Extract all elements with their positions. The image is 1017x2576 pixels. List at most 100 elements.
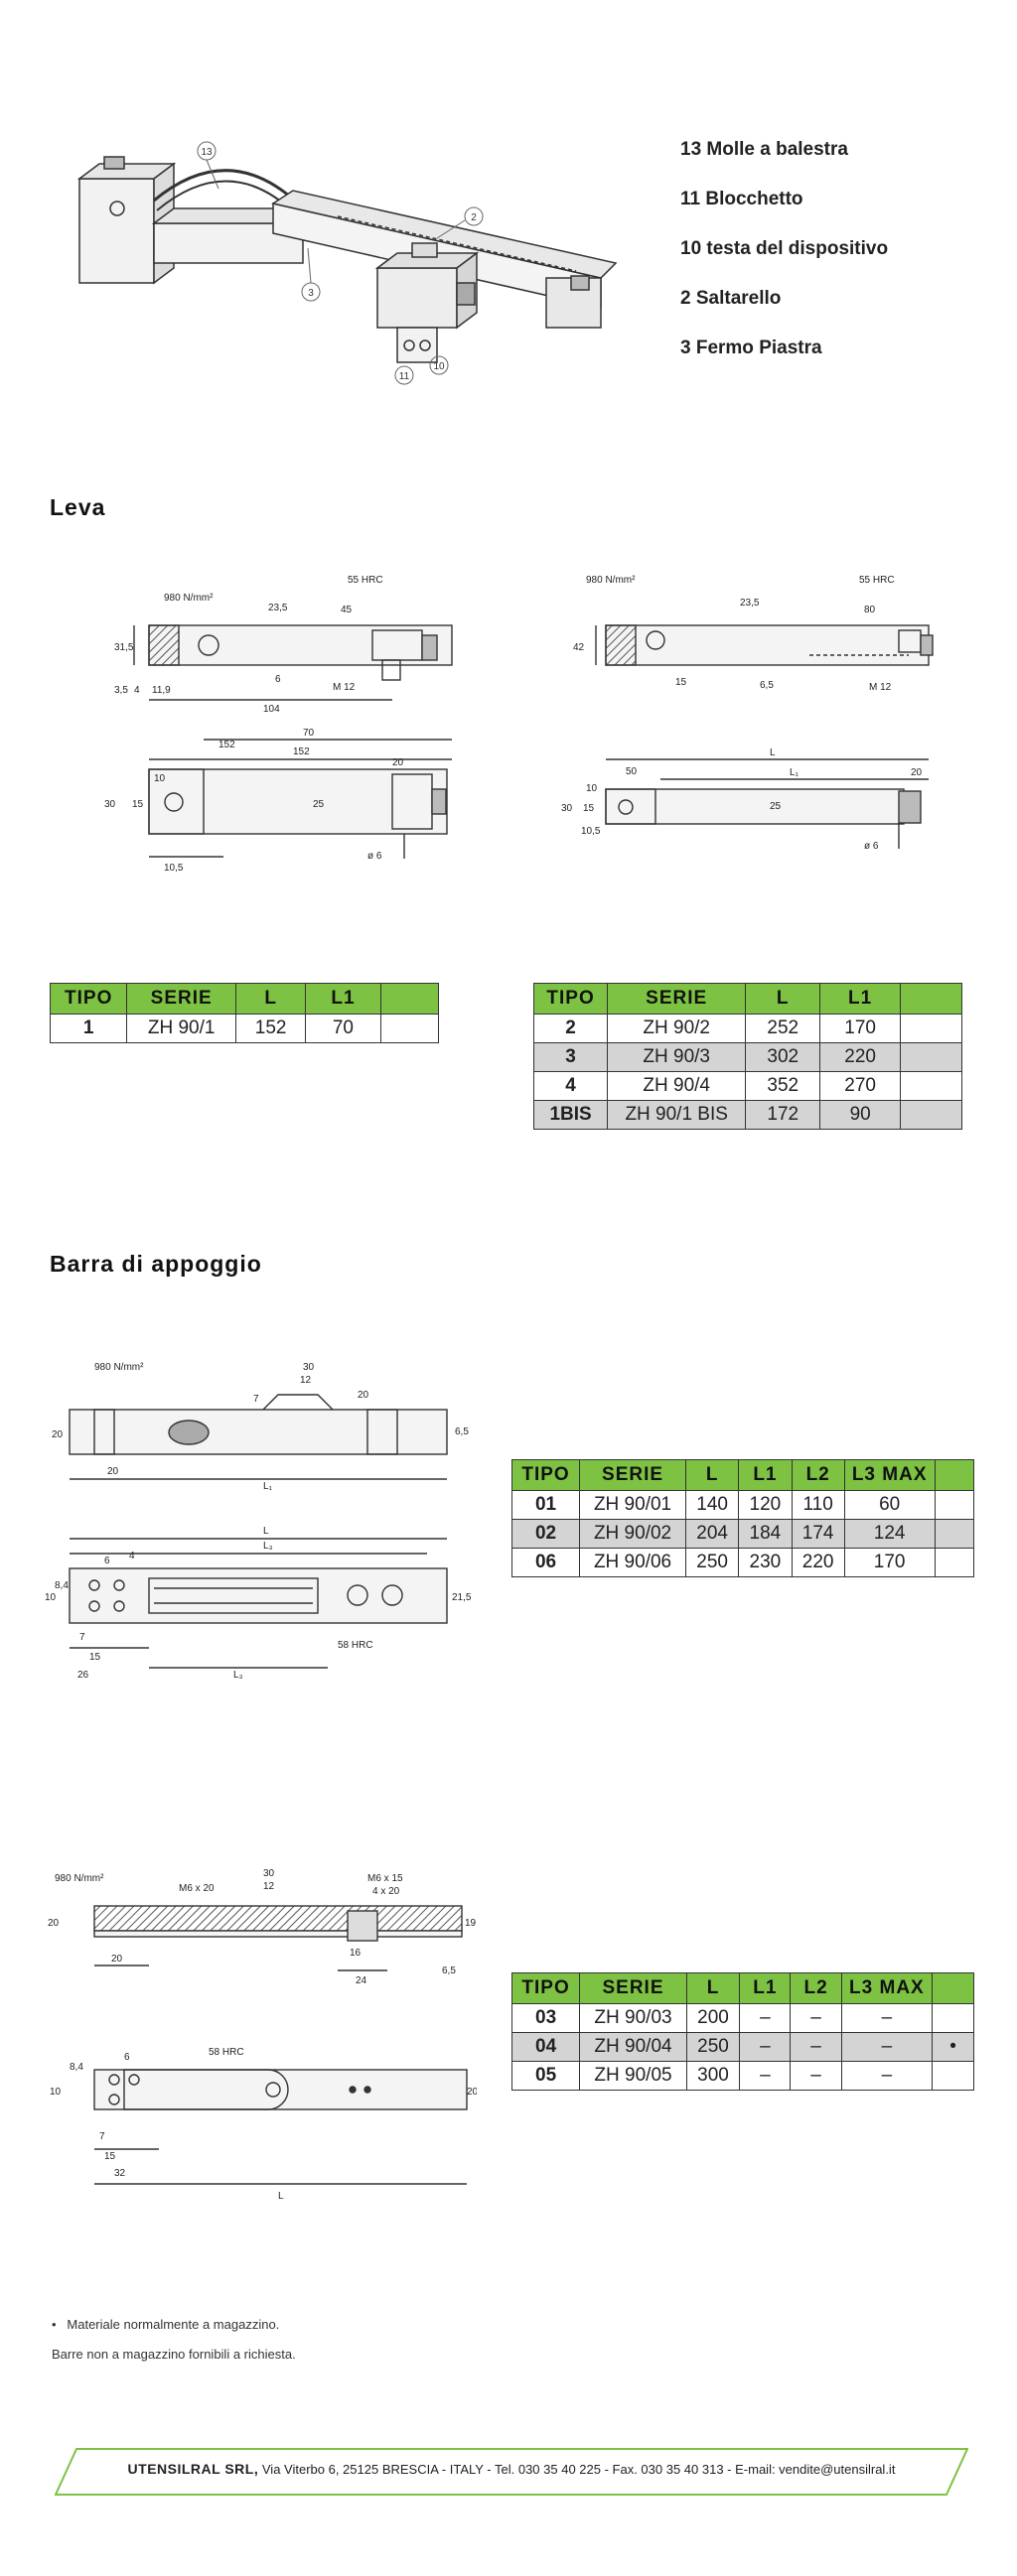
col-header: [932, 1972, 974, 2004]
dim-label: 30: [303, 1362, 315, 1373]
col-header: L1: [305, 983, 381, 1015]
callout-11: 11: [399, 371, 410, 382]
cell: 110: [791, 1490, 845, 1520]
dim-label: 980 N/mm²: [586, 575, 636, 586]
cell: ZH 90/05: [579, 2061, 687, 2091]
dim-label: 20: [52, 1429, 64, 1440]
cell: ZH 90/1: [126, 1014, 236, 1043]
dim-label: 12: [263, 1881, 275, 1892]
cell: 174: [791, 1519, 845, 1549]
callout-10: 10: [433, 361, 445, 372]
dim-label: 10: [154, 773, 166, 784]
cell: 184: [738, 1519, 793, 1549]
table-row: 3 ZH 90/3 302 220: [532, 1042, 962, 1072]
dim-label: 6,5: [455, 1426, 469, 1437]
cell: –: [840, 2032, 934, 2062]
dim-label: 21,5: [452, 1592, 472, 1603]
company-address: Via Viterbo 6, 25125 BRESCIA - ITALY - T…: [261, 2462, 896, 2477]
cell: [900, 1014, 962, 1043]
cell: ZH 90/1 BIS: [607, 1100, 747, 1130]
dim-label: 7: [99, 2131, 105, 2142]
note-request: Barre non a magazzino fornibili a richie…: [52, 2347, 296, 2362]
cell: 90: [819, 1100, 902, 1130]
dim-label: M6 x 20: [179, 1883, 215, 1894]
cell: 250: [685, 2032, 741, 2062]
dim-label: 10: [45, 1592, 57, 1603]
dim-label: L₃: [263, 1541, 273, 1552]
leva-drawing-1: 980 N/mm² 55 HRC 23,5 45 31,5 3,5 4 11,9…: [55, 561, 472, 898]
dim-label: ø 6: [864, 841, 879, 852]
dim-label: 6,5: [442, 1966, 456, 1976]
cell: 124: [843, 1519, 936, 1549]
dim-label: 30: [263, 1868, 275, 1879]
dim-label: 20: [111, 1954, 123, 1965]
cell: [932, 2061, 974, 2091]
table-leva-2: TIPO SERIE L L1 2 ZH 90/2 252 170 3 ZH 9…: [532, 983, 962, 1130]
dim-label: L₁: [790, 767, 799, 778]
col-header: L: [745, 983, 821, 1015]
cell: [932, 2003, 974, 2033]
cell: 1BIS: [532, 1100, 609, 1130]
table-row: 1 ZH 90/1 152 70: [49, 1014, 440, 1043]
parts-list-item: 3 Fermo Piastra: [680, 338, 822, 358]
dim-label: 20: [392, 757, 404, 768]
cell: ZH 90/2: [607, 1014, 747, 1043]
callout-13: 13: [201, 147, 213, 158]
cell: 170: [819, 1014, 902, 1043]
table-row: 05 ZH 90/05 300 – – –: [510, 2061, 974, 2091]
dim-label: L₃: [233, 1670, 243, 1681]
col-header: L: [685, 1459, 740, 1491]
dim-label: 19: [465, 1918, 477, 1929]
dim-label: 6: [104, 1556, 110, 1566]
table-row: 02 ZH 90/02 204 184 174 124: [510, 1519, 975, 1549]
cell: 220: [819, 1042, 902, 1072]
cell: 70: [305, 1014, 381, 1043]
dim-label: 20: [467, 2087, 477, 2098]
dim-label: 20: [107, 1466, 119, 1477]
cell: [900, 1042, 962, 1072]
table-row: 4 ZH 90/4 352 270: [532, 1071, 962, 1101]
parts-list-item: 10 testa del dispositivo: [680, 238, 889, 259]
section-title-barra: Barra di appoggio: [50, 1251, 262, 1277]
col-header: L2: [790, 1972, 842, 2004]
dim-label: 26: [77, 1670, 89, 1681]
dim-label: 6: [275, 674, 281, 685]
cell: –: [840, 2003, 934, 2033]
col-header: [900, 983, 962, 1015]
table-barra-2: TIPO SERIE L L1 L2 L3 MAX 03 ZH 90/03 20…: [510, 1972, 974, 2091]
dim-label: 4 x 20: [372, 1886, 400, 1897]
callout-2: 2: [471, 212, 477, 223]
table-row: 01 ZH 90/01 140 120 110 60: [510, 1490, 975, 1520]
barra-drawing-1: 980 N/mm² 30 12 20 7 20 6,5 20 L₁ L L₃ 6…: [40, 1350, 477, 1688]
cell: –: [840, 2061, 934, 2091]
cell: ZH 90/01: [579, 1490, 687, 1520]
dim-label: 23,5: [740, 598, 760, 609]
col-header: [379, 983, 440, 1015]
dim-label: 25: [770, 801, 782, 812]
cell: [900, 1100, 962, 1130]
assembly-drawing: 13 2 3 11 10: [60, 129, 636, 397]
footer: UTENSILRAL SRL, Via Viterbo 6, 25125 BRE…: [55, 2461, 968, 2477]
dim-label: 25: [313, 799, 325, 810]
table-row: 2 ZH 90/2 252 170: [532, 1014, 962, 1043]
dim-label: 104: [263, 704, 280, 715]
dim-label: 58 HRC: [338, 1640, 373, 1651]
dim-label: 10: [50, 2087, 62, 2098]
dim-label: M6 x 15: [367, 1873, 403, 1884]
col-header: [934, 1459, 975, 1491]
col-header: SERIE: [607, 983, 747, 1015]
cell: 140: [685, 1490, 740, 1520]
dim-label: 11,9: [152, 685, 171, 696]
dim-label: 152: [293, 746, 310, 757]
company-name: UTENSILRAL SRL,: [127, 2461, 259, 2477]
cell: 1: [49, 1014, 128, 1043]
dim-label: 24: [356, 1975, 367, 1986]
bullet: •: [52, 2317, 57, 2332]
dim-label: 15: [104, 2151, 116, 2162]
cell: ZH 90/04: [579, 2032, 687, 2062]
parts-list-item: 2 Saltarello: [680, 288, 782, 309]
cell: 120: [738, 1490, 793, 1520]
dim-label: 55 HRC: [859, 575, 895, 586]
col-header: L1: [819, 983, 902, 1015]
cell: 03: [510, 2003, 581, 2033]
